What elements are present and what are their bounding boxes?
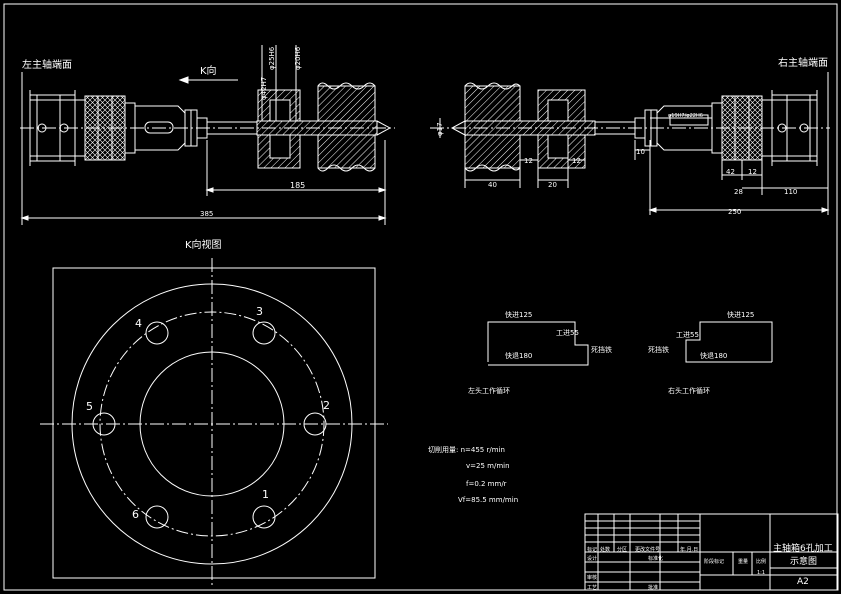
cutting-line-3: f=0.2 mm/r: [466, 480, 507, 488]
tb-check: 审核: [587, 574, 597, 581]
k-view-title: K向视图: [185, 238, 222, 251]
tb-count: 处数: [600, 546, 610, 553]
tb-docno: 更改文件号: [635, 546, 660, 553]
k-view-plate: [52, 267, 376, 579]
k-view: [40, 258, 388, 585]
dim-upper-a: φ42H7: [260, 77, 268, 100]
hole-label-1: 1: [262, 488, 269, 501]
hole-label-3: 3: [256, 305, 263, 318]
hole-1: [252, 505, 276, 529]
hole-2: [303, 412, 327, 436]
dim-r-110: 110: [784, 188, 797, 196]
cutting-line-1: 切削用量: n=455 r/min: [428, 445, 505, 454]
tb-zone: 分区: [617, 546, 627, 553]
left-cycle-rapid-back: 快退180: [505, 351, 532, 360]
hole-label-6: 6: [132, 508, 139, 521]
tb-std: 标准化: [648, 555, 663, 562]
k-view-pitch-circle: [99, 311, 325, 537]
right-knurled-coupling: [721, 95, 763, 161]
left-total-dim: 385: [200, 210, 213, 218]
drawing-title-line2: 示意图: [790, 555, 817, 567]
right-cycle-work: 工进55: [676, 331, 699, 339]
k-view-bore: [139, 351, 285, 497]
right-workpiece-top: [464, 85, 521, 122]
right-cycle-caption: 右头工作循环: [668, 386, 710, 395]
drawing-border: [3, 3, 838, 591]
left-spindle-face-label: 左主轴端面: [22, 58, 72, 71]
tb-ratio: 比例: [756, 558, 766, 565]
right-cycle-rapid-in: 快进125: [727, 310, 754, 319]
dim-r-10: 10: [636, 148, 645, 156]
drill-callout: φ19H7/φ22H6: [668, 113, 703, 119]
left-keyway-slot: [144, 121, 174, 134]
dim-upper-b: φ25H6: [268, 46, 276, 70]
right-keyway-slot: [669, 114, 709, 126]
tb-process: 工艺: [587, 585, 597, 591]
tb-mark: 标记: [587, 546, 597, 553]
sheet-size: A2: [797, 577, 809, 587]
right-spindle-assembly: [430, 72, 830, 215]
right-workpiece-bottom: [464, 134, 521, 169]
dim-r-28: 28: [734, 188, 743, 196]
left-work-cycle-diagram: [487, 321, 589, 366]
left-cycle-caption: 左头工作循环: [468, 386, 510, 395]
dim-r-12c: 12: [748, 168, 757, 176]
dim-r-20: 20: [548, 181, 557, 189]
left-cycle-work: 工进55: [556, 329, 579, 337]
tb-date: 年.月.日: [680, 546, 698, 553]
hole-5: [92, 412, 116, 436]
dim-r-42: 42: [726, 168, 735, 176]
left-feed-dim: 185: [290, 181, 305, 190]
right-spindle-face-label: 右主轴端面: [778, 56, 828, 69]
hole-label-5: 5: [86, 400, 93, 413]
right-cycle-stop: 死挡铁: [648, 345, 669, 354]
dim-upper-c: φ20H6: [294, 46, 302, 70]
right-cycle-rapid-back: 快退180: [700, 351, 727, 360]
title-block: [584, 513, 839, 591]
left-cycle-stop: 死挡铁: [591, 345, 612, 354]
left-workpiece-bottom: [317, 134, 376, 169]
cutting-line-2: v=25 m/min: [466, 462, 510, 470]
tb-weight: 重量: [738, 558, 748, 565]
right-work-cycle-diagram: [685, 321, 773, 363]
hole-3: [252, 321, 276, 345]
left-knurled-coupling: [84, 95, 126, 161]
dim-r-250: 250: [728, 208, 741, 216]
k-direction-label: K向: [200, 64, 217, 77]
left-workpiece-top: [317, 85, 376, 122]
tb-design: 设计: [587, 555, 597, 562]
dim-right-dia: φ17: [436, 122, 444, 136]
left-drill-body: [256, 120, 378, 136]
cutting-line-4: Vf=85.5 mm/min: [458, 496, 518, 504]
tb-stage: 阶段标记: [704, 558, 724, 565]
dim-r-12b: 12: [572, 157, 581, 165]
k-view-outer-circle: [71, 283, 353, 565]
tb-ratio-value: 1:1: [757, 570, 765, 576]
hole-6: [145, 505, 169, 529]
dim-r-40: 40: [488, 181, 497, 189]
hole-label-4: 4: [135, 317, 142, 330]
hole-4: [145, 321, 169, 345]
left-cycle-rapid-in: 快进125: [505, 310, 532, 319]
dim-r-12a: 12: [524, 157, 533, 165]
right-drill-body: [464, 120, 596, 136]
drawing-title-line1: 主轴箱6孔加工: [773, 542, 833, 554]
left-spindle-assembly: [20, 45, 395, 225]
tb-approve: 批准: [648, 584, 658, 591]
hole-label-2: 2: [323, 399, 330, 412]
